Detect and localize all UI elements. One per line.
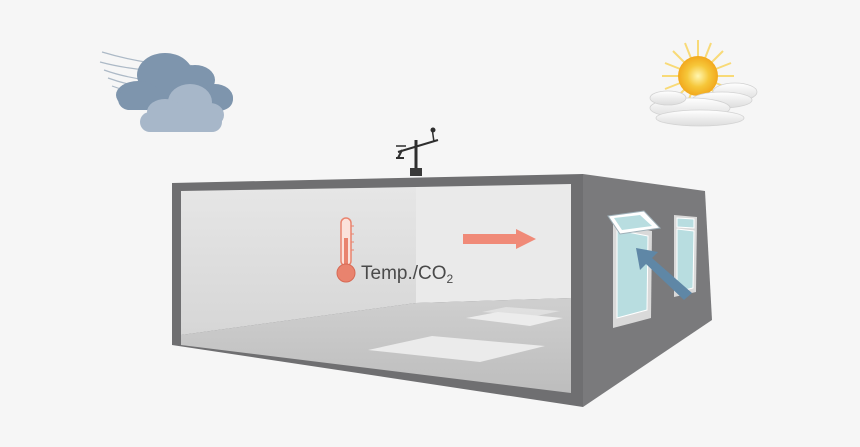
wind-cloud-icon [99,51,233,132]
airflow-arrow-icon [636,248,692,300]
room-back-wall [181,187,416,335]
building [172,174,712,407]
sensor-label-subscript: 2 [447,272,454,286]
weather-station-icon [396,127,439,176]
sensor-label-main: Temp./CO [361,263,447,284]
arrow-right-icon [463,229,536,249]
thermometer-icon [336,217,356,283]
light-patches [368,307,563,362]
sensor-label: Temp./CO2 [361,263,454,286]
sun-cloud-icon [649,40,758,127]
window-right [674,215,697,297]
room-floor [181,298,571,393]
